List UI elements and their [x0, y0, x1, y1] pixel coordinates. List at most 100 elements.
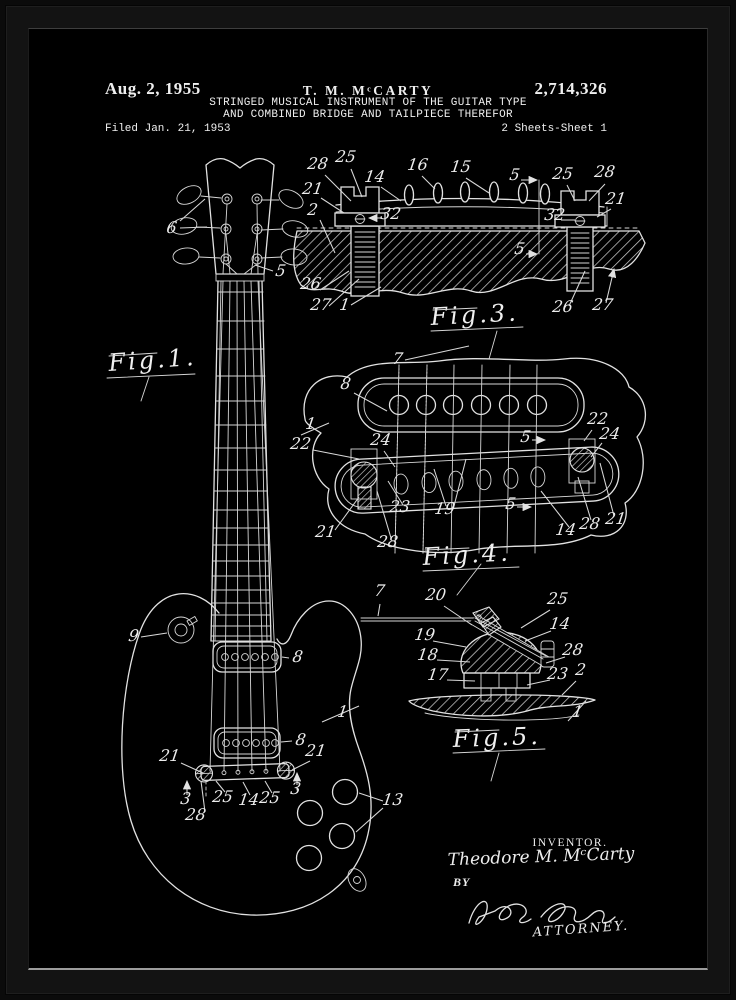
- fig3-label: Fig.3.: [429, 298, 524, 360]
- callout-numeral-28: 28: [305, 154, 329, 173]
- callout-leader: [605, 267, 617, 304]
- frets: [210, 291, 272, 637]
- callout-leader: [583, 429, 593, 442]
- callout-numeral-1: 1: [338, 295, 351, 314]
- callout-numeral-28: 28: [577, 514, 601, 533]
- control-knobs: [295, 778, 359, 872]
- callout-leader: [355, 807, 384, 833]
- inventor-header-name: T. M. MᶜCARTY: [302, 83, 434, 98]
- callout-numeral-25: 25: [333, 147, 357, 166]
- bridge-tailpiece: [194, 761, 295, 783]
- patent-drawing: Fig.1.: [106, 147, 647, 925]
- callout-leader: [242, 781, 251, 796]
- callout-leader: [377, 603, 381, 617]
- callout-numeral-21: 21: [603, 509, 627, 528]
- callout-numeral-21: 21: [300, 179, 324, 198]
- fig5-saddle-detail-artwork: Fig.5.: [360, 606, 596, 782]
- callout-numeral-24: 24: [368, 430, 392, 449]
- callout-leader: [383, 450, 396, 468]
- callout-numeral-8: 8: [339, 374, 352, 393]
- callout-leader: [526, 679, 551, 686]
- callout-numeral-25: 25: [545, 589, 569, 608]
- callout-leader: [324, 174, 352, 202]
- callout-numeral-20: 20: [423, 585, 447, 604]
- callout-numeral-14: 14: [548, 614, 571, 633]
- callout-leader: [179, 198, 206, 222]
- callout-numeral-21: 21: [157, 746, 181, 765]
- callout-numeral-23: 23: [545, 664, 569, 683]
- fig4-bridge-bar: [334, 446, 620, 514]
- fig3-label-text: Fig.3.: [429, 298, 520, 331]
- headstock-outline: [205, 157, 275, 275]
- callout-leader: [568, 270, 586, 307]
- callout-numeral-18: 18: [416, 645, 439, 664]
- callout-numeral-27: 27: [308, 295, 333, 314]
- callout-leader: [577, 476, 592, 521]
- callout-numeral-32: 32: [543, 205, 566, 224]
- filed-date: Filed Jan. 21, 1953: [105, 123, 231, 135]
- callout-numeral-13: 13: [381, 790, 404, 809]
- callout-numeral-25: 25: [210, 787, 234, 806]
- callout-leader: [566, 184, 576, 202]
- callout-numeral-5: 5: [504, 494, 517, 513]
- callout-leader: [446, 679, 476, 682]
- callout-leader: [443, 605, 473, 626]
- callout-numeral-22: 22: [585, 409, 609, 428]
- callout-leader: [280, 740, 293, 743]
- callout-numeral-6: 6: [165, 218, 178, 237]
- callout-numeral-1: 1: [336, 702, 349, 721]
- patent-poster: Aug. 2, 1955 T. M. MᶜCARTY 2,714,326 STR…: [28, 28, 708, 970]
- callout-leader: [350, 286, 382, 306]
- callout-leader: [319, 219, 336, 254]
- callout-leader: [404, 345, 470, 361]
- callout-leader: [588, 183, 606, 202]
- callout-numeral-32: 32: [379, 204, 402, 223]
- callout-numeral-8: 8: [294, 730, 307, 749]
- callout-numeral-22: 22: [288, 434, 312, 453]
- attorney-signature: [468, 900, 616, 925]
- fig1-guitar-artwork: Fig.1.: [106, 157, 372, 916]
- bridge-pickup: [213, 727, 281, 759]
- fig5-ground-board: [408, 694, 596, 721]
- callout-leader: [281, 656, 290, 659]
- callout-leader: [436, 659, 471, 663]
- fig4-label-text: Fig.4.: [421, 538, 512, 571]
- callout-leader: [179, 226, 208, 229]
- callout-leader: [319, 270, 350, 291]
- callout-numeral-1: 1: [304, 414, 317, 433]
- callout-numeral-28: 28: [560, 640, 584, 659]
- callout-leader: [524, 630, 552, 642]
- callout-numeral-14: 14: [554, 520, 577, 539]
- callout-leader: [200, 780, 206, 813]
- headstock-strings: [222, 203, 259, 275]
- callout-leader: [215, 780, 226, 793]
- callout-numeral-21: 21: [313, 522, 337, 541]
- callout-leader: [421, 175, 436, 190]
- neck-pickup: [212, 641, 282, 673]
- fig4-bridge-top-artwork: Fig.4.: [303, 357, 647, 596]
- callout-leader: [264, 780, 273, 794]
- callout-leader: [453, 458, 467, 507]
- by-label: BY: [453, 875, 471, 889]
- callout-leader: [376, 490, 392, 539]
- callout-numeral-1: 1: [571, 702, 584, 721]
- callout-numeral-21: 21: [603, 189, 627, 208]
- callout-numeral-17: 17: [426, 665, 450, 684]
- callout-leader: [540, 490, 570, 528]
- callout-numeral-8: 8: [291, 647, 304, 666]
- callout-leader: [567, 700, 587, 722]
- callout-leader: [254, 264, 274, 272]
- callout-leader: [387, 480, 404, 506]
- callout-leader: [328, 278, 360, 307]
- callout-leader: [312, 449, 360, 460]
- callout-numeral-27: 27: [590, 295, 615, 314]
- patent-title-line1: STRINGED MUSICAL INSTRUMENT OF THE GUITA…: [209, 97, 527, 109]
- callout-numeral-5: 5: [274, 261, 287, 280]
- callout-numeral-7: 7: [391, 349, 405, 368]
- callout-numeral-15: 15: [449, 157, 472, 176]
- callout-numeral-14: 14: [363, 167, 386, 186]
- fig4-pickup: [357, 377, 585, 433]
